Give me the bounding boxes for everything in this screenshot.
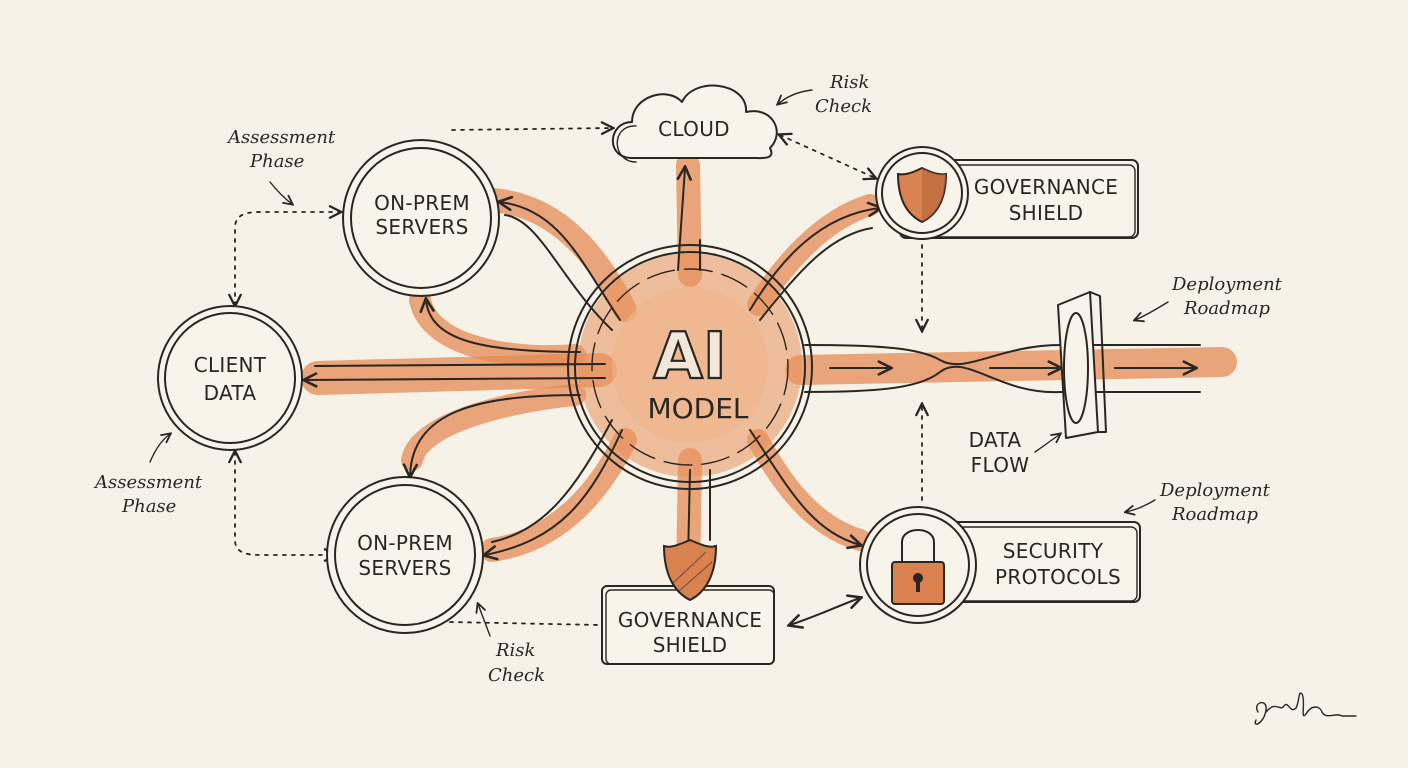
security-line2: PROTOCOLS (995, 565, 1121, 589)
deployment-bottom-line2: Roadmap (1171, 504, 1258, 525)
onprem-servers-top: ON-PREM SERVERS (342, 139, 500, 297)
governance-top-line1: GOVERNANCE (974, 175, 1118, 199)
arrow-to-governance-top (749, 208, 880, 311)
arrow-up-onprem-top (426, 300, 581, 353)
center-title: AI (653, 320, 726, 394)
arrow-to-onprem-bottom (485, 429, 623, 555)
onprem-top-line1: ON-PREM (374, 191, 470, 215)
flow-upper-strand (804, 344, 1201, 366)
deployment-top-line1: Deployment (1171, 274, 1283, 295)
deployment-top-line2: Roadmap (1183, 298, 1270, 319)
arrow-down-onprem-bottom (410, 394, 581, 476)
arrow-governance-security (790, 598, 860, 625)
center-subtitle: MODEL (647, 392, 748, 425)
dotted-client-onprem-top (235, 212, 340, 305)
cloud-node: CLOUD (611, 84, 778, 163)
risk-check-bottom-line2: Check (488, 665, 545, 686)
assessment-bottom-line2: Phase (121, 496, 176, 517)
assessment-bottom-line1: Assessment (93, 472, 203, 493)
dotted-onprem-governance (449, 621, 601, 626)
assessment-top-line1: Assessment (226, 127, 336, 148)
assessment-top-line2: Phase (249, 151, 304, 172)
data-flow-line1: DATA (969, 428, 1022, 452)
cloud-label: CLOUD (658, 117, 730, 141)
deployment-bottom-line1: Deployment (1159, 480, 1271, 501)
client-data-line1: CLIENT (194, 353, 267, 377)
dotted-connectors (235, 128, 922, 626)
data-flow-gate: DATA FLOW (969, 291, 1107, 477)
padlock-icon (891, 529, 945, 605)
arrow-to-security (749, 429, 860, 545)
dotted-onprem-cloud (451, 128, 612, 130)
onprem-bottom-line2: SERVERS (358, 556, 451, 580)
security-line1: SECURITY (1003, 539, 1104, 563)
governance-bottom-line2: SHIELD (653, 633, 728, 657)
onprem-servers-bottom: ON-PREM SERVERS (326, 476, 484, 634)
arrow-to-client-data (305, 378, 606, 380)
client-data-node: CLIENT DATA (157, 305, 303, 451)
client-data-line2: DATA (204, 381, 257, 405)
annotations: Risk Check Assessment Phase Assessment P… (93, 72, 1283, 686)
connection-arrows (305, 168, 1201, 625)
governance-shield-top: GOVERNANCE SHIELD (875, 146, 1139, 240)
arrow-to-onprem-top (500, 202, 621, 321)
governance-top-line2: SHIELD (1009, 201, 1084, 225)
risk-check-bottom-line1: Risk (495, 640, 535, 661)
onprem-top-line2: SERVERS (375, 215, 468, 239)
risk-check-top-line1: Risk (829, 72, 869, 93)
flow-lower-strand (804, 365, 1201, 394)
governance-shield-bottom: GOVERNANCE SHIELD (601, 538, 775, 665)
risk-check-top-line2: Check (815, 96, 872, 117)
ai-model-hub: AI MODEL (567, 244, 813, 490)
onprem-bottom-line1: ON-PREM (357, 531, 453, 555)
dotted-client-onprem-bottom (235, 452, 335, 555)
governance-bottom-line1: GOVERNANCE (618, 608, 762, 632)
security-protocols-node: SECURITY PROTOCOLS (859, 506, 1141, 624)
signature (1254, 692, 1357, 725)
data-flow-line2: FLOW (971, 453, 1030, 477)
cloud-icon (611, 84, 778, 160)
dotted-cloud-governance (780, 135, 875, 178)
